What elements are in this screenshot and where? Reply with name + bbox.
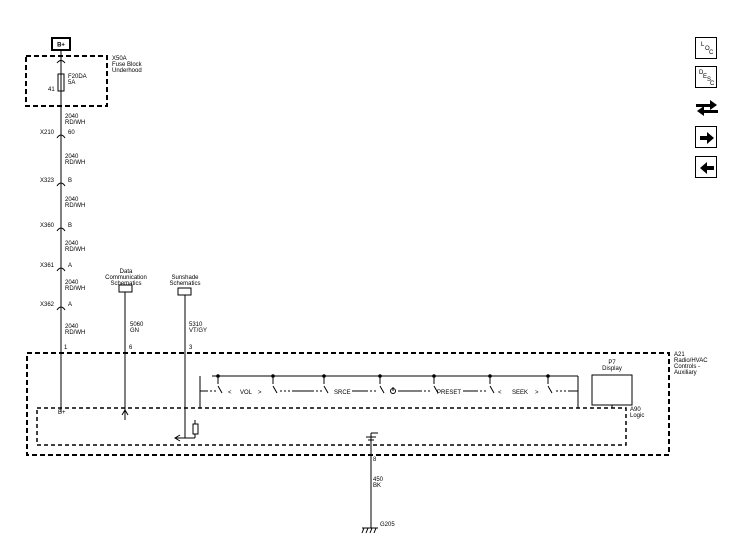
display-box xyxy=(591,374,633,406)
arrow-left-icon xyxy=(700,162,714,174)
logic-bplus-label: B+ xyxy=(58,410,66,416)
module-outline xyxy=(26,352,670,456)
fuse-block-outline xyxy=(25,55,108,107)
vol-up-symbol: > xyxy=(258,390,262,396)
desc-letter-d: D xyxy=(699,70,704,76)
power-wire-pin: 1 xyxy=(64,345,68,351)
seek-up-symbol: > xyxy=(535,390,539,396)
desc-letter-c2: C xyxy=(710,81,715,87)
ground-pin: 8 xyxy=(373,457,377,463)
connector-pin-1: B xyxy=(68,178,72,184)
switch-vol-up xyxy=(272,385,278,394)
logic-outline xyxy=(36,407,627,446)
location-button[interactable]: L O C xyxy=(695,37,717,59)
connector-name-3: X361 xyxy=(40,263,55,269)
switch-power xyxy=(379,385,385,394)
desc-letter-e: E xyxy=(703,74,708,80)
switch-vol-down xyxy=(217,385,223,394)
resistor-symbol xyxy=(192,423,199,435)
loc-letter-c: C xyxy=(709,50,714,56)
connector-x360 xyxy=(56,227,66,232)
seek-down-symbol: < xyxy=(498,390,502,396)
ground-name: G205 xyxy=(380,522,395,528)
connector-pin-2: B xyxy=(68,223,72,229)
connector-name-0: X210 xyxy=(40,130,55,136)
preset-label: PRESET xyxy=(437,390,461,396)
switch-srce xyxy=(323,385,329,394)
connector-pin-3: A xyxy=(68,263,72,269)
switch-seek-up xyxy=(547,385,553,394)
srce-label: SRCE xyxy=(334,390,351,396)
loc-letter-l: L xyxy=(701,42,705,48)
connector-pin-0: 60 xyxy=(68,130,75,136)
seek-label: SEEK xyxy=(512,390,528,396)
connector-name-4: X362 xyxy=(40,302,55,308)
data-wire-pin: 6 xyxy=(129,345,133,351)
fuse-block-connector xyxy=(56,60,66,64)
sunshade-wire-pin: 3 xyxy=(189,345,193,351)
connector-pin-4: A xyxy=(68,302,72,308)
desc-letter-s: S xyxy=(707,77,712,83)
connector-x362 xyxy=(56,306,66,311)
connector-name-1: X323 xyxy=(40,178,55,184)
next-button[interactable] xyxy=(695,126,717,148)
connector-view-button[interactable] xyxy=(694,96,720,118)
connector-x210 xyxy=(56,134,66,139)
loc-letter-o: O xyxy=(705,46,710,52)
sunshade-ref-box xyxy=(177,287,192,296)
power-label: B+ xyxy=(57,43,65,49)
arrow-right-icon xyxy=(700,132,714,144)
fuse-pin: 41 xyxy=(48,87,55,93)
vol-down-symbol: < xyxy=(228,390,232,396)
previous-button[interactable] xyxy=(695,156,717,178)
switch-preset xyxy=(433,385,439,394)
connector-x323 xyxy=(56,182,66,187)
vol-label: VOL xyxy=(240,390,253,396)
connector-name-2: X360 xyxy=(40,223,55,229)
connector-x361 xyxy=(56,267,66,272)
description-button[interactable]: D E S C xyxy=(695,66,717,88)
connector-arrows-icon xyxy=(696,100,718,116)
switch-seek-down xyxy=(489,385,495,394)
